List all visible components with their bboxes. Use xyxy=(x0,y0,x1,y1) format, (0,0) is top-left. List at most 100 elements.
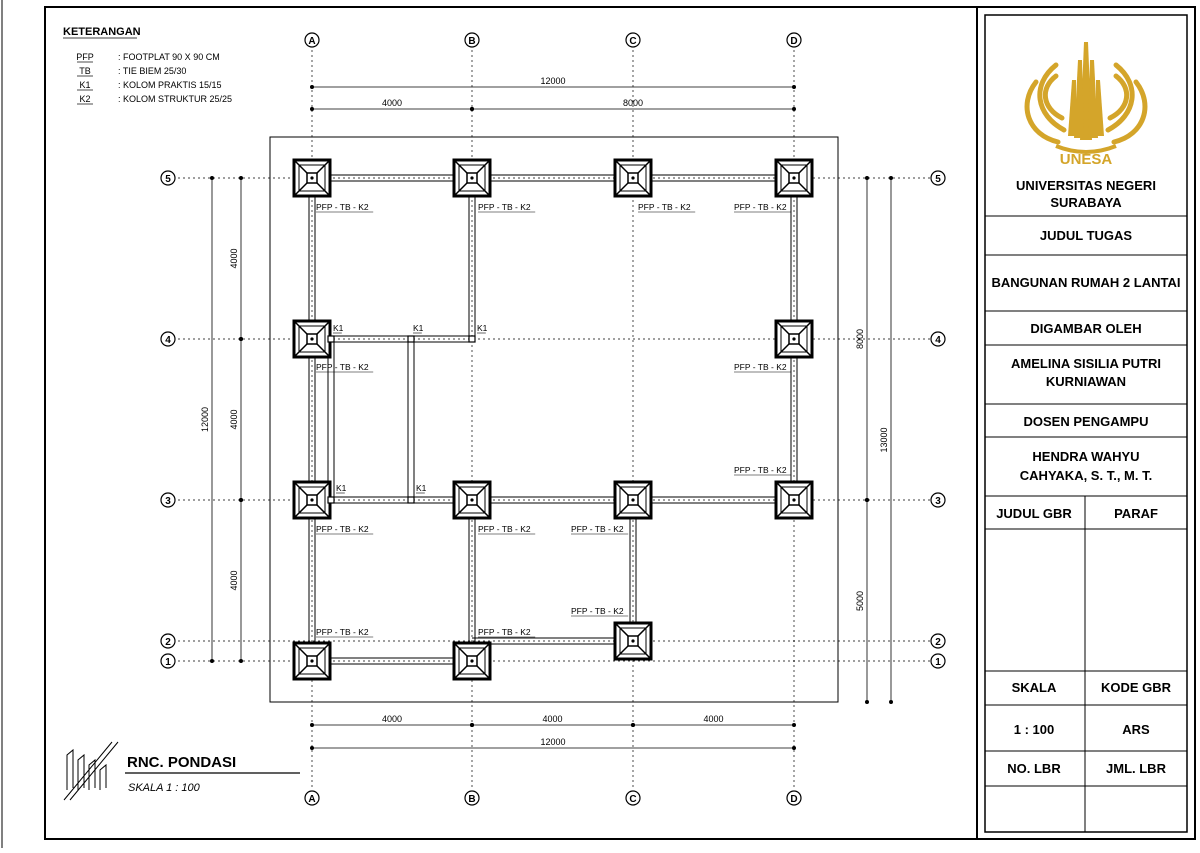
footplat xyxy=(292,641,332,681)
grid-bubble-b xyxy=(464,32,480,48)
legend-code-pfp: PFP xyxy=(76,52,94,62)
footplat-inner xyxy=(458,486,486,514)
column-center xyxy=(470,498,474,502)
grid-bubble-2 xyxy=(930,633,946,649)
dim-left-2-tick xyxy=(239,337,243,341)
footplat-inner xyxy=(619,486,647,514)
dim-top-left-label: 4000 xyxy=(382,98,402,108)
footplat-inner xyxy=(780,486,808,514)
column-k1 xyxy=(327,335,335,343)
pfp-label: PFP - TB - K2 xyxy=(316,627,369,637)
grid-bubble-label-c: C xyxy=(629,794,636,805)
dim-top-right-label: 8000 xyxy=(623,98,643,108)
column-k1 xyxy=(407,335,415,343)
pfp-label: PFP - TB - K2 xyxy=(316,202,369,212)
column-center xyxy=(631,639,635,643)
grid-bubble-label-4: 4 xyxy=(165,335,171,346)
grid-bubble-1 xyxy=(930,653,946,669)
dim-top-left-tick xyxy=(310,107,314,111)
dim-bottom-b-label: 4000 xyxy=(542,714,562,724)
legend-title: KETERANGAN xyxy=(63,26,141,38)
grid-bubble-b xyxy=(464,790,480,806)
dim-bottom-a-label: 4000 xyxy=(382,714,402,724)
k1-label: K1 xyxy=(336,483,347,493)
grid-bubble-4 xyxy=(930,331,946,347)
dim-right-lower-tick xyxy=(865,498,869,502)
footplat xyxy=(774,319,814,359)
pfp-label: PFP - TB - K2 xyxy=(734,362,787,372)
grid-bubble-5 xyxy=(160,170,176,186)
digambar-line2: KURNIAWAN xyxy=(1046,374,1126,389)
column-k1 xyxy=(327,496,335,504)
grid-bubble-5 xyxy=(930,170,946,186)
footplat-inner xyxy=(780,164,808,192)
footplat-inner xyxy=(298,647,326,675)
footplat xyxy=(452,158,492,198)
dim-bottom-a-tick xyxy=(310,723,314,727)
pfp-label: PFP - TB - K2 xyxy=(571,524,624,534)
footplat xyxy=(613,158,653,198)
judul-gbr-label: JUDUL GBR xyxy=(996,506,1072,521)
drawing-title: RNC. PONDASI xyxy=(127,754,236,771)
dim-right-upper-tick xyxy=(865,176,869,180)
judul-tugas-label: JUDUL TUGAS xyxy=(1040,228,1133,243)
grid-bubble-c xyxy=(625,790,641,806)
dosen-label: DOSEN PENGAMPU xyxy=(1024,414,1149,429)
grid-bubble-2 xyxy=(160,633,176,649)
grid-bubble-4 xyxy=(160,331,176,347)
grid-bubble-label-5: 5 xyxy=(165,174,171,185)
dim-bottom-total-tick xyxy=(792,746,796,750)
grid-bubble-label-1: 1 xyxy=(165,657,171,668)
title-block-frame xyxy=(984,14,1188,833)
kode-label: KODE GBR xyxy=(1101,680,1172,695)
university-line1: UNIVERSITAS NEGERI xyxy=(1016,178,1156,193)
column-center xyxy=(792,498,796,502)
footplat xyxy=(292,480,332,520)
pfp-label: PFP - TB - K2 xyxy=(638,202,691,212)
dim-top-right-tick xyxy=(470,107,474,111)
dim-right-total-label: 13000 xyxy=(879,427,889,452)
dim-left-total-tick xyxy=(210,659,214,663)
paraf-label: PARAF xyxy=(1114,506,1158,521)
column-center xyxy=(631,498,635,502)
footplat xyxy=(452,641,492,681)
digambar-line1: AMELINA SISILIA PUTRI xyxy=(1011,356,1161,371)
dim-top-right-tick xyxy=(792,107,796,111)
footplat xyxy=(292,158,332,198)
grid-bubble-1 xyxy=(160,653,176,669)
column-center xyxy=(310,498,314,502)
footplat xyxy=(613,621,653,661)
column-center xyxy=(470,659,474,663)
grid-bubble-label-2: 2 xyxy=(935,637,941,648)
footplat-inner xyxy=(458,647,486,675)
column-center xyxy=(792,176,796,180)
footplat-inner xyxy=(298,164,326,192)
grid-bubble-d xyxy=(786,32,802,48)
footplat xyxy=(774,158,814,198)
pfp-label: PFP - TB - K2 xyxy=(734,465,787,475)
grid-bubble-label-5: 5 xyxy=(935,174,941,185)
grid-bubble-label-2: 2 xyxy=(165,637,171,648)
footplat-inner xyxy=(458,164,486,192)
dim-right-lower-tick xyxy=(865,700,869,704)
dim-left-3-tick xyxy=(239,659,243,663)
grid-bubble-label-3: 3 xyxy=(935,496,941,507)
column-k1 xyxy=(468,335,476,343)
column-center xyxy=(310,337,314,341)
grid-bubble-label-a: A xyxy=(308,36,315,47)
pfp-label: PFP - TB - K2 xyxy=(478,524,531,534)
column-k1 xyxy=(407,496,415,504)
dim-top-total-tick xyxy=(310,85,314,89)
footplat-inner xyxy=(619,627,647,655)
k1-label: K1 xyxy=(416,483,427,493)
dim-bottom-total-label: 12000 xyxy=(540,737,565,747)
dim-left-total-label: 12000 xyxy=(200,407,210,432)
footplat xyxy=(613,480,653,520)
no-lbr-label: NO. LBR xyxy=(1007,761,1061,776)
legend-code-tb: TB xyxy=(79,66,91,76)
dim-right-lower-label: 5000 xyxy=(855,591,865,611)
grid-bubble-d xyxy=(786,790,802,806)
footplat-inner xyxy=(298,325,326,353)
